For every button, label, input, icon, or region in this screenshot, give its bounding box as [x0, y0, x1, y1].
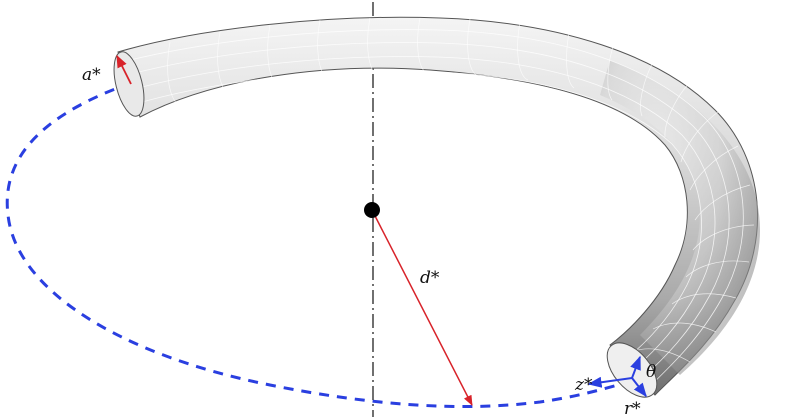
dashed-centerline-circle [5, 81, 626, 409]
tube-mesh-rings [167, 17, 755, 363]
axial-coordinate-label: z* [574, 375, 593, 395]
tube-mesh-longitudinal [121, 29, 744, 389]
local-coordinate-arrows [587, 355, 647, 398]
major-radius-arrow [372, 211, 473, 406]
minor-radius-label: a* [82, 65, 101, 85]
minor-radius-arrow [116, 54, 132, 85]
radial-coordinate-label: r* [624, 399, 641, 419]
major-radius-label: d* [420, 268, 440, 288]
z-axis-arrow [587, 376, 633, 388]
torus-bend-shading [600, 60, 760, 375]
r-axis-arrow [631, 377, 647, 398]
center-point-icon [364, 202, 380, 218]
torus-tube [117, 16, 758, 396]
azimuthal-coordinate-label: θ [646, 362, 656, 382]
theta-arrow [630, 355, 641, 379]
